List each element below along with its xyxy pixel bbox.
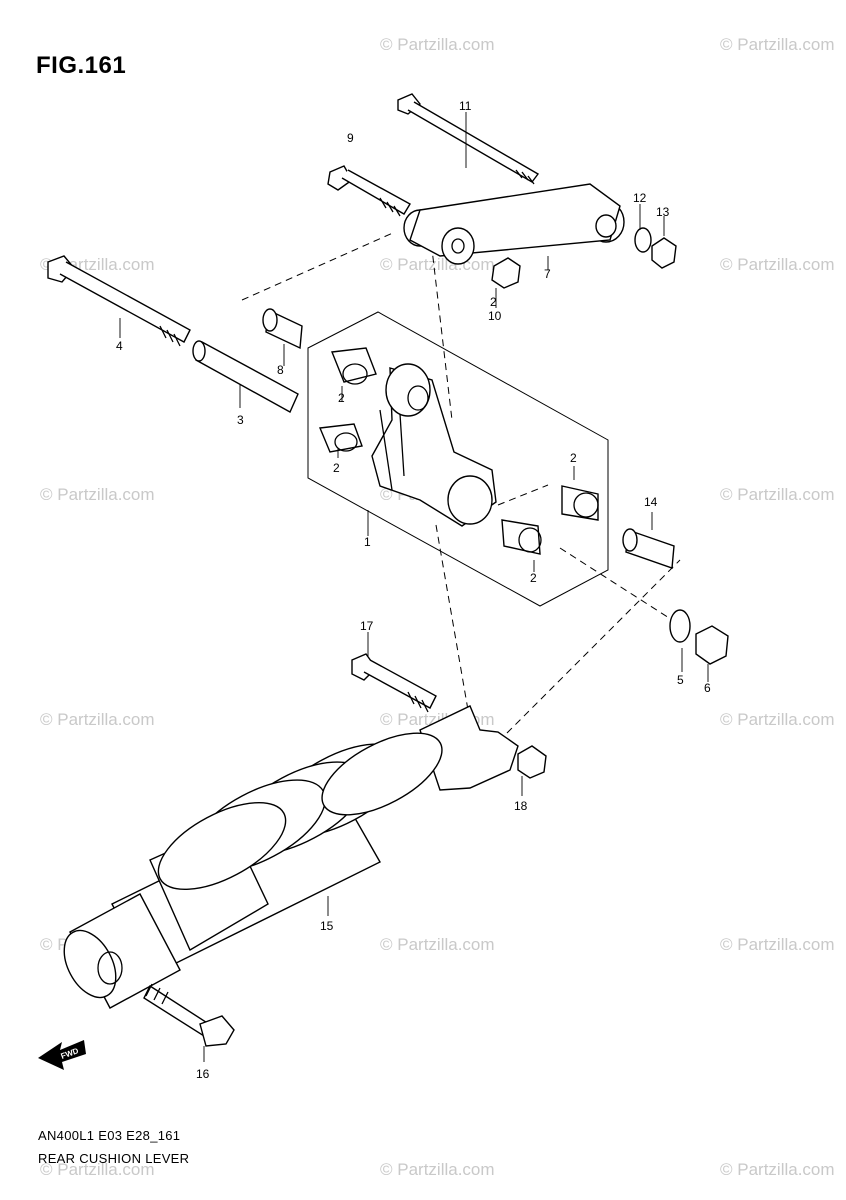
part-17-bolt (351, 653, 437, 713)
part-15-shock-absorber (63, 705, 519, 1009)
callout-18: 18 (514, 799, 528, 813)
part-16-bolt (143, 983, 235, 1047)
leader-lines (119, 112, 709, 1062)
watermark: © Partzilla.com (720, 935, 835, 954)
assembly-guide-lines (241, 231, 681, 751)
part-10-nut (491, 257, 521, 289)
watermark: © Partzilla.com (40, 485, 155, 504)
callout-10: 10 (488, 309, 502, 323)
part-13-nut (651, 237, 677, 269)
watermark: © Partzilla.com (720, 255, 835, 274)
part-9-bolt (327, 165, 411, 217)
callout-1: 1 (364, 535, 371, 549)
watermark: © Partzilla.com (720, 710, 835, 729)
part-3-pipe (192, 340, 299, 413)
callout-8: 8 (277, 363, 284, 377)
lever-assembly-box (307, 311, 609, 607)
part-group-name: REAR CUSHION LEVER (38, 1151, 190, 1166)
callout-6: 6 (704, 681, 711, 695)
watermark: © Partzilla.com (720, 1160, 835, 1179)
watermark: © Partzilla.com (40, 710, 155, 729)
callout-13: 13 (656, 205, 670, 219)
callout-labels: 1 2 2 2 2 2 3 4 5 6 7 8 9 10 11 12 13 14… (116, 99, 711, 1081)
callout-14: 14 (644, 495, 658, 509)
part-7-link-rod (403, 183, 625, 265)
figure-title: FIG.161 (36, 52, 127, 79)
part-1-cushion-lever (371, 363, 497, 527)
fwd-arrow-icon: FWD (38, 1040, 86, 1070)
part-2-bearing-right (561, 485, 599, 521)
watermark: © Partzilla.com (380, 935, 495, 954)
watermark: © Partzilla.com (380, 1160, 495, 1179)
part-2-bearing-upper (331, 347, 377, 385)
callout-2: 2 (530, 571, 537, 585)
callout-3: 3 (237, 413, 244, 427)
part-5-washer (669, 609, 691, 643)
watermark: © Partzilla.com (720, 485, 835, 504)
callout-2: 2 (490, 295, 497, 309)
part-4-long-bolt (47, 255, 191, 347)
watermark: © Partzilla.com (720, 35, 835, 54)
part-14-collar (622, 528, 675, 569)
callout-15: 15 (320, 919, 334, 933)
callout-11: 11 (459, 99, 472, 113)
watermark: © Partzilla.com (40, 1160, 155, 1179)
callout-9: 9 (347, 131, 354, 145)
callout-7: 7 (544, 267, 551, 281)
watermark: © Partzilla.com (380, 255, 495, 274)
callout-16: 16 (196, 1067, 210, 1081)
part-8-collar (262, 308, 303, 350)
callout-2: 2 (338, 391, 345, 405)
part-6-nut (695, 625, 729, 665)
callout-5: 5 (677, 673, 684, 687)
model-code: AN400L1 E03 E28_161 (38, 1128, 181, 1143)
part-11-long-bolt (397, 93, 540, 185)
part-2-bearing-mid (318, 423, 363, 453)
callout-12: 12 (633, 191, 647, 205)
part-2-bearing-lower (501, 519, 542, 555)
callout-2: 2 (333, 461, 340, 475)
callout-17: 17 (360, 619, 374, 633)
callout-2: 2 (570, 451, 577, 465)
callout-4: 4 (116, 339, 123, 353)
watermark: © Partzilla.com (380, 35, 495, 54)
part-18-nut (517, 745, 547, 779)
part-12-washer (634, 227, 652, 253)
